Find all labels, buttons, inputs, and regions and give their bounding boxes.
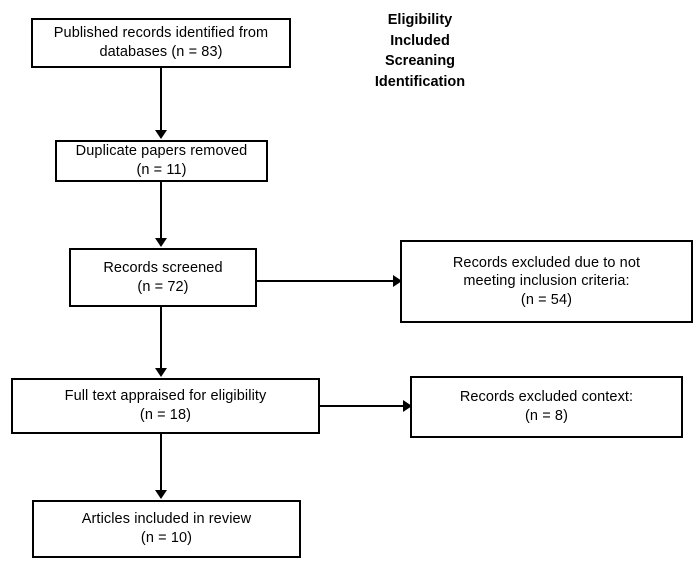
arrow-shaft [160,307,162,368]
arrow-shaft [160,68,162,130]
stage-label-eligibility: Eligibility [387,12,453,28]
arrow-duplicates-to-screened [152,182,170,247]
arrow-head-right-icon [393,275,402,287]
arrow-shaft [160,434,162,490]
stage-label-included: Included [390,32,450,49]
arrow-shaft [256,280,394,282]
arrow-identification-to-duplicates [152,68,170,139]
stage-labels-group: Eligibility Included Screaning Identific… [330,10,510,93]
arrow-fulltext-to-included [152,434,170,499]
box-full-text-appraised-text: Full text appraised for eligibility (n =… [64,388,267,423]
arrow-fulltext-to-excluded-context [319,398,412,414]
arrow-screened-to-excluded-criteria [256,273,402,289]
box-articles-included-in-review-text: Articles included in review (n = 10) [81,511,252,546]
stage-label-screening: Screaning [384,53,456,70]
box-articles-included-in-review: Articles included in review (n = 10) [32,500,301,558]
stage-label-identification: Identification [374,74,466,91]
arrow-head-down-icon [155,368,167,377]
box-duplicate-papers-removed-text: Duplicate papers removed (n = 11) [75,143,248,178]
box-published-records-identified-text: Published records identified from databa… [53,25,269,60]
box-records-excluded-context: Records excluded context: (n = 8) [410,376,683,438]
arrow-head-right-icon [403,400,412,412]
arrow-shaft [319,405,404,407]
arrow-screened-to-fulltext [152,307,170,377]
arrow-head-down-icon [155,490,167,499]
box-records-screened: Records screened (n = 72) [69,248,257,307]
arrow-head-down-icon [155,238,167,247]
arrow-head-down-icon [155,130,167,139]
box-records-excluded-criteria: Records excluded due to not meeting incl… [400,240,693,323]
box-published-records-identified: Published records identified from databa… [31,18,291,68]
arrow-shaft [160,182,162,238]
box-records-screened-text: Records screened (n = 72) [103,259,223,295]
box-records-excluded-context-text: Records excluded context: (n = 8) [459,389,634,424]
box-full-text-appraised: Full text appraised for eligibility (n =… [11,378,320,434]
box-records-excluded-criteria-text: Records excluded due to not meeting incl… [452,254,641,308]
box-duplicate-papers-removed: Duplicate papers removed (n = 11) [55,140,268,182]
